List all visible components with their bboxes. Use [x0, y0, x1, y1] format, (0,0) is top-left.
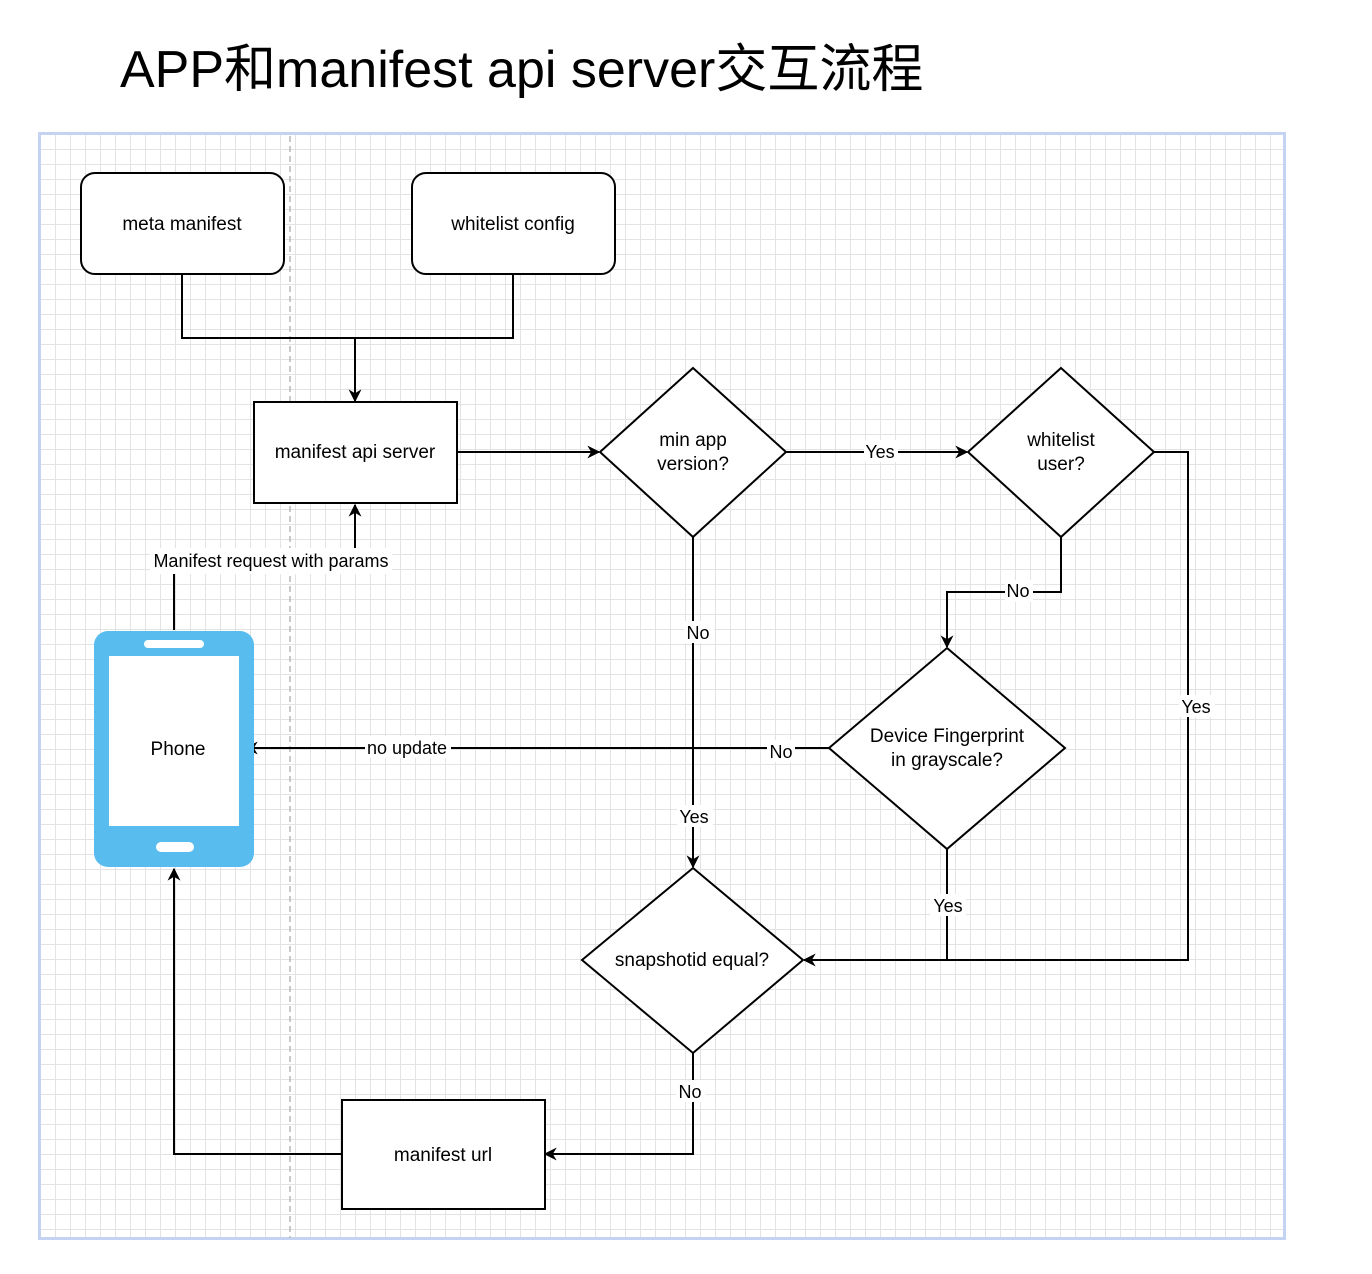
phone-icon: [94, 631, 254, 867]
edge-manifest-url-to-phone: [167, 867, 342, 1155]
edge-label-min-app-no: No: [686, 623, 709, 643]
manifest-api-server-node: [253, 401, 458, 504]
whitelist-user-label-line2: user?: [1037, 454, 1085, 475]
whitelist-user-label-line1: whitelist: [1026, 430, 1095, 451]
manifest-api-server-label: manifest api server: [275, 442, 436, 463]
whitelist-user-decision: [966, 366, 1156, 539]
snapshotid-equal-label: snapshotid equal?: [615, 950, 769, 971]
min-app-version-label-line1: min app: [659, 430, 727, 451]
edge-label-min-app-yes: Yes: [865, 442, 894, 462]
device-fingerprint-label-line1: Device Fingerprint: [870, 726, 1025, 747]
edge-label-no-update: no update: [367, 738, 447, 758]
manifest-url-label: manifest url: [394, 1145, 492, 1166]
snapshotid-equal-decision: [580, 866, 805, 1055]
meta-manifest-label: meta manifest: [122, 214, 242, 235]
device-fingerprint-decision: [827, 646, 1067, 851]
phone-label: Phone: [151, 739, 206, 760]
manifest-url-node: [341, 1099, 546, 1210]
page-title: APP和manifest api server交互流程: [120, 41, 924, 99]
edge-snapshot-no: [543, 1053, 694, 1161]
edge-whitelist-user-no: [940, 537, 1062, 649]
min-app-version-label-line2: version?: [657, 454, 729, 475]
device-fingerprint-label-line2: in grayscale?: [891, 750, 1003, 771]
edge-whitelist-config-to-join: [355, 274, 514, 339]
min-app-version-decision: [598, 366, 788, 539]
meta-manifest-node: [80, 172, 285, 275]
edge-label-whitelist-user-yes: Yes: [1181, 697, 1210, 717]
edge-meta-to-join: [181, 274, 355, 339]
edge-label-whitelist-user-no: No: [1006, 581, 1029, 601]
whitelist-config-node: [411, 172, 616, 275]
edge-label-snapshot-yes: Yes: [679, 807, 708, 827]
edge-label-fingerprint-no: No: [769, 742, 792, 762]
edge-label-manifest-request: Manifest request with params: [153, 551, 388, 571]
edge-label-snapshot-no: No: [678, 1082, 701, 1102]
edge-label-fingerprint-yes: Yes: [933, 896, 962, 916]
whitelist-config-label: whitelist config: [450, 214, 575, 235]
